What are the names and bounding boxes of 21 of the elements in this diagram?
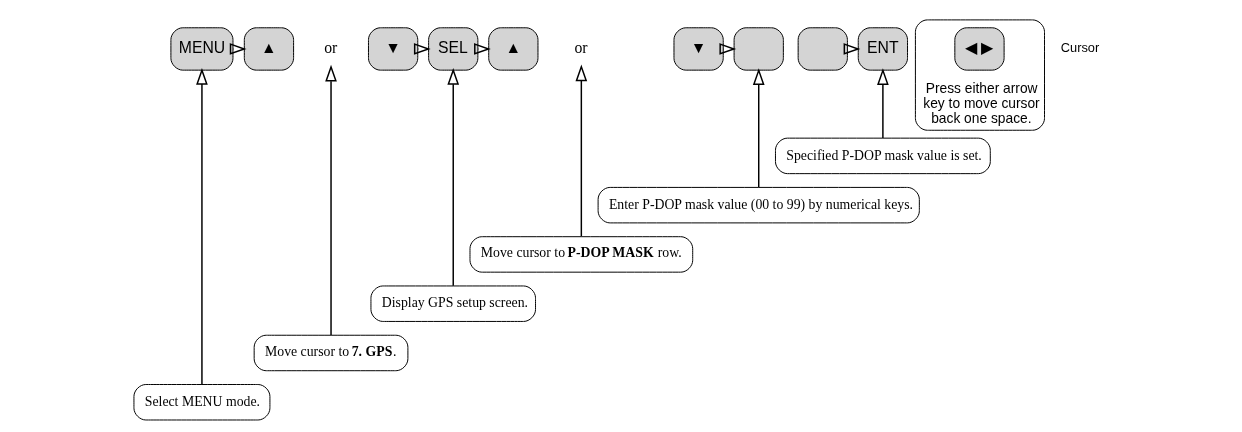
node-box: Select MENU mode. xyxy=(132,384,270,421)
arrow xyxy=(876,68,889,139)
node-box: Specified P-DOP mask value is set. xyxy=(774,137,991,175)
arrow xyxy=(324,64,337,336)
arrow xyxy=(446,68,459,287)
node-box: Enter P-DOP mask value (00 to 99) by numerical keys. xyxy=(597,186,920,224)
node-box: ▲ xyxy=(243,27,294,71)
arrow xyxy=(574,64,587,238)
node-box: ENT xyxy=(857,27,908,71)
arrow xyxy=(718,43,736,55)
node-box xyxy=(733,27,784,71)
node-box: Move cursor to P-DOP MASK row. xyxy=(469,236,693,273)
node-text: or xyxy=(323,38,337,56)
node-text: or xyxy=(573,38,588,56)
node-box: ▲ xyxy=(487,27,538,71)
arrow xyxy=(752,68,765,189)
arrow xyxy=(195,67,208,385)
label: Cursor xyxy=(1060,40,1099,56)
node-box: Move cursor to 7. GPS. xyxy=(253,334,408,372)
node-box: ◀ ▶ xyxy=(953,27,1005,71)
node-box: Display GPS setup screen. xyxy=(369,285,536,322)
